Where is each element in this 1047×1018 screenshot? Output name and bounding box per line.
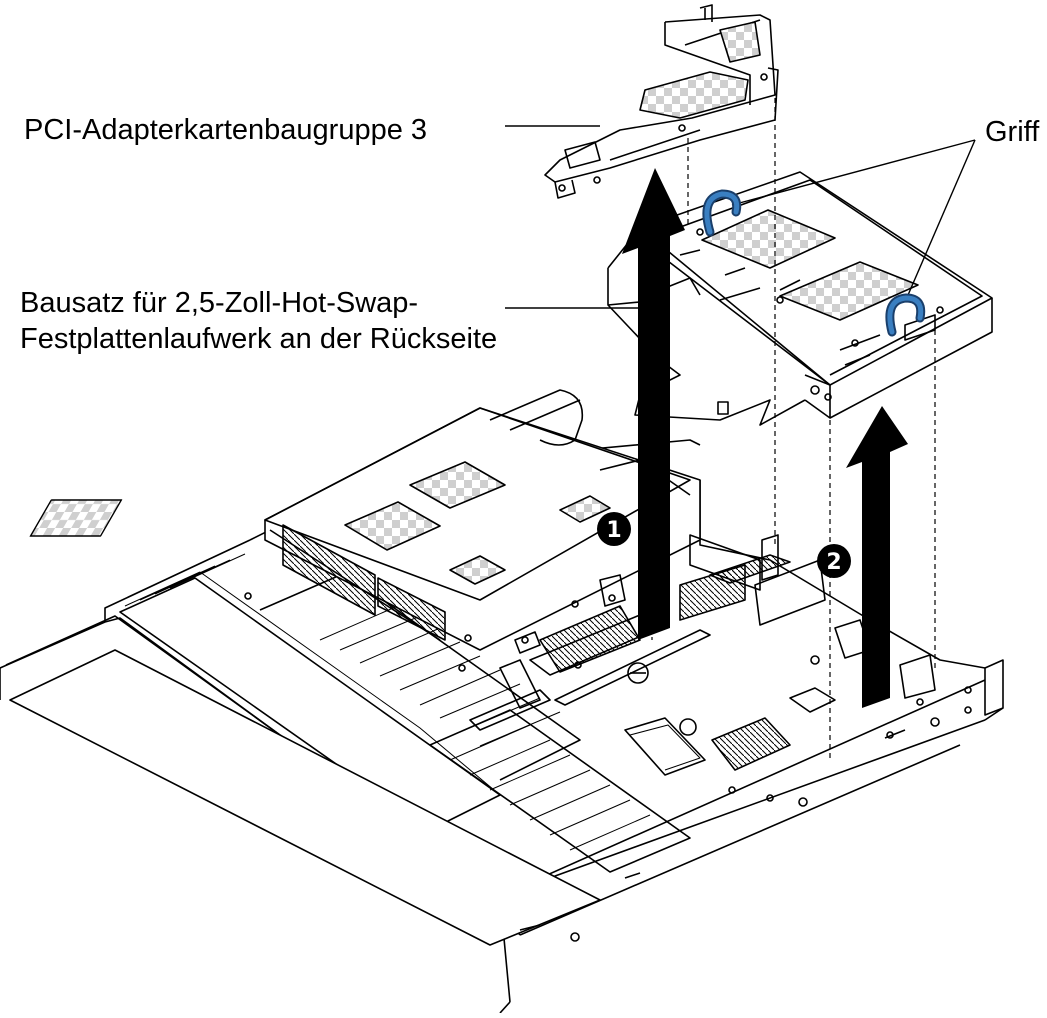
handle-left [702,189,742,237]
system-board-components [244,534,936,802]
drive-kit-label-line-1: Bausatz für 2,5-Zoll-Hot-Swap- [20,287,419,319]
rear-hot-swap-drive-kit [607,171,993,426]
step-2-icon: 2 [817,544,851,578]
pci-riser-assembly-3 [544,4,779,199]
leader-lines [505,125,976,309]
drive-kit-label: Bausatz für 2,5-Zoll-Hot-Swap- Festplatt… [20,285,497,357]
step-1-icon: 1 [597,512,631,546]
handle-right [885,293,926,337]
installed-riser-cage [29,389,701,651]
handle-label: Griff [985,116,1040,148]
up-arrow-icon [846,406,908,708]
pci-assembly-label: PCI-Adapterkartenbaugruppe 3 [24,114,428,146]
step-1-number: 1 [606,518,621,543]
step-2-number: 2 [826,550,841,575]
up-arrow-icon [622,168,685,640]
drive-kit-label-line-2: Festplattenlaufwerk an der Rückseite [20,323,498,355]
